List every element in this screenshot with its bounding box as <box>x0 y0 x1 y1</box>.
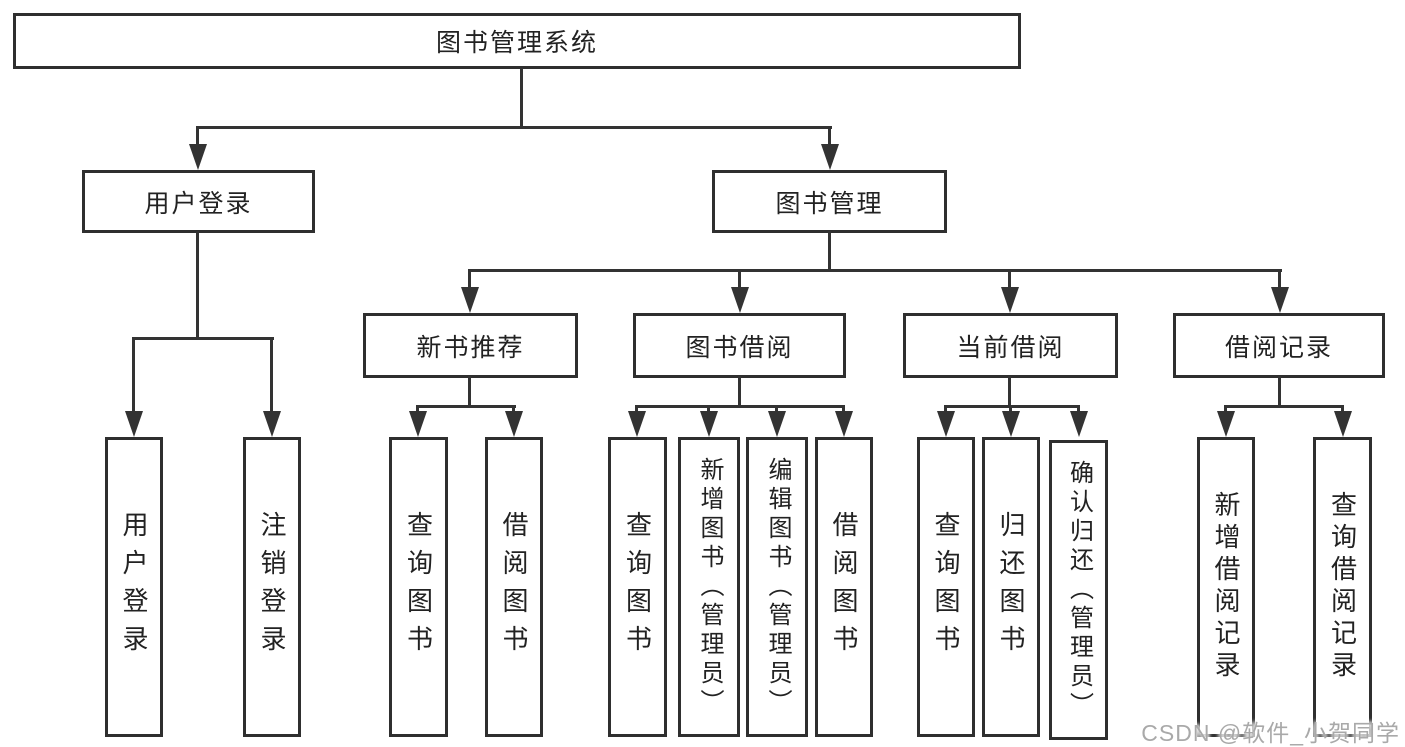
arrow-down-icon <box>937 411 955 437</box>
connector <box>635 405 845 408</box>
connector <box>132 337 274 340</box>
arrow-down-icon <box>1271 287 1289 313</box>
connector <box>132 337 135 415</box>
connector <box>775 405 778 415</box>
leaf-add-books-admin: 新增图书（管理员） <box>678 437 740 737</box>
connector <box>468 376 471 408</box>
arrow-down-icon <box>125 411 143 437</box>
node-new-book-recommendation: 新书推荐 <box>363 313 578 378</box>
arrow-down-icon <box>409 411 427 437</box>
arrow-down-icon <box>263 411 281 437</box>
connector <box>416 405 516 408</box>
connector <box>270 337 273 415</box>
node-current-borrowing: 当前借阅 <box>903 313 1118 378</box>
connector <box>1224 405 1344 408</box>
csdn-watermark: CSDN @软件_小贺同学 <box>1141 720 1400 746</box>
node-user-login: 用户登录 <box>82 170 315 233</box>
arrow-down-icon <box>731 287 749 313</box>
connector <box>1278 269 1281 289</box>
connector <box>416 405 419 415</box>
leaf-logout: 注销登录 <box>243 437 301 737</box>
connector <box>707 405 710 415</box>
connector <box>842 405 845 415</box>
connector <box>1341 405 1344 415</box>
connector <box>738 376 741 408</box>
arrow-down-icon <box>461 287 479 313</box>
connector <box>1008 376 1011 408</box>
connector <box>1008 269 1011 289</box>
leaf-edit-books-admin: 编辑图书（管理员） <box>746 437 808 737</box>
connector <box>468 269 471 289</box>
leaf-borrow-books: 借阅图书 <box>485 437 543 737</box>
leaf-query-books: 查询图书 <box>389 437 448 737</box>
arrow-down-icon <box>628 411 646 437</box>
leaf-user-login: 用户登录 <box>105 437 163 737</box>
connector <box>738 269 741 289</box>
connector <box>196 231 199 339</box>
arrow-down-icon <box>1334 411 1352 437</box>
connector <box>1278 376 1281 408</box>
arrow-down-icon <box>768 411 786 437</box>
connector <box>1009 405 1012 415</box>
connector <box>520 68 523 128</box>
arrow-down-icon <box>1002 411 1020 437</box>
leaf-query-books: 查询图书 <box>608 437 667 737</box>
arrow-down-icon <box>1070 411 1088 437</box>
connector <box>828 231 831 272</box>
connector <box>196 126 199 148</box>
connector <box>944 405 1080 408</box>
node-book-borrowing: 图书借阅 <box>633 313 846 378</box>
connector <box>1077 405 1080 415</box>
arrow-down-icon <box>505 411 523 437</box>
arrow-down-icon <box>189 144 207 170</box>
node-borrowing-records: 借阅记录 <box>1173 313 1385 378</box>
leaf-query-books: 查询图书 <box>917 437 975 737</box>
connector <box>828 126 831 148</box>
leaf-return-books: 归还图书 <box>982 437 1040 737</box>
node-book-management: 图书管理 <box>712 170 947 233</box>
leaf-query-borrow-record: 查询借阅记录 <box>1313 437 1372 737</box>
arrow-down-icon <box>1217 411 1235 437</box>
arrow-down-icon <box>821 144 839 170</box>
connector <box>512 405 515 415</box>
node-library-management-system: 图书管理系统 <box>13 13 1021 69</box>
connector <box>1224 405 1227 415</box>
connector <box>196 126 832 129</box>
connector <box>635 405 638 415</box>
arrow-down-icon <box>1001 287 1019 313</box>
connector <box>944 405 947 415</box>
connector <box>468 269 1282 272</box>
leaf-add-borrow-record: 新增借阅记录 <box>1197 437 1255 737</box>
leaf-borrow-books: 借阅图书 <box>815 437 873 737</box>
leaf-confirm-return-admin: 确认归还（管理员） <box>1049 440 1108 740</box>
arrow-down-icon <box>700 411 718 437</box>
arrow-down-icon <box>835 411 853 437</box>
